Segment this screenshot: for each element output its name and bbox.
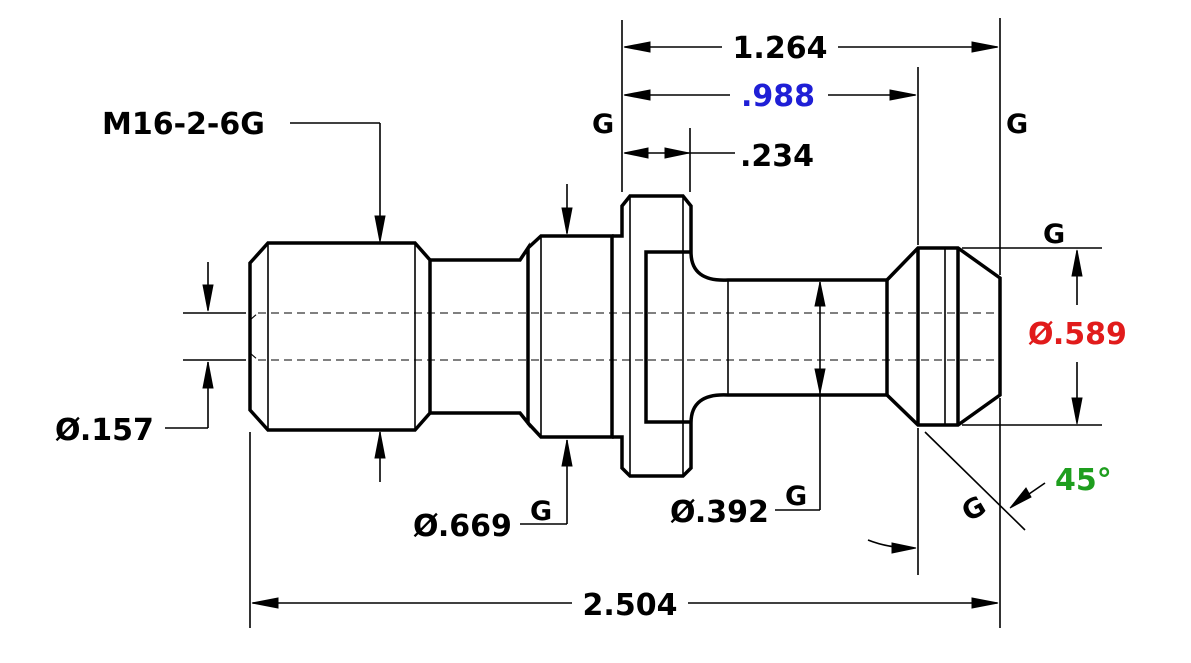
dim-45-label: 45° — [1055, 463, 1112, 498]
center-bore — [249, 312, 995, 361]
arrowhead — [814, 368, 826, 394]
arrowhead — [374, 431, 386, 459]
arrowhead — [814, 281, 826, 307]
arrowhead — [971, 597, 999, 609]
extension-lines — [183, 18, 1102, 628]
dim-669-label: Ø.669 — [413, 509, 512, 544]
arrowhead — [971, 41, 999, 53]
arrowhead — [202, 284, 214, 312]
thread-callout: M16-2-6G — [102, 107, 386, 243]
dim-669: Ø.669 G — [413, 184, 573, 544]
head-face-leader — [867, 539, 917, 554]
bore-chamfer-left-top — [249, 312, 259, 321]
arrowhead — [1071, 397, 1083, 425]
relief-neck — [430, 242, 530, 428]
dim-234: .234 — [623, 139, 814, 174]
dim-234-label: .234 — [740, 139, 814, 174]
arrowhead — [202, 361, 214, 389]
arrowhead — [664, 147, 690, 159]
thread-callout-label: M16-2-6G — [102, 107, 265, 142]
arrowhead — [251, 597, 279, 609]
grind-symbol-end: G — [1006, 109, 1028, 140]
arrowhead — [1009, 487, 1032, 509]
dim-157-label: Ø.157 — [55, 413, 154, 448]
dim-589: Ø.589 — [1028, 249, 1127, 425]
flange — [612, 194, 889, 478]
shoulder-section — [526, 234, 614, 439]
arrowhead — [1071, 249, 1083, 277]
arrowhead — [623, 147, 649, 159]
dim-392-label: Ø.392 — [670, 495, 769, 530]
flange-pocket — [644, 250, 691, 424]
arrowhead — [561, 439, 573, 467]
dim-157: Ø.157 — [55, 262, 214, 448]
grind-symbol: G — [957, 490, 992, 528]
dim-589-label: Ø.589 — [1028, 317, 1127, 352]
arrowhead — [623, 41, 651, 53]
bore-chamfer-left-bottom — [249, 352, 259, 361]
arrowhead — [889, 89, 917, 101]
dim-1264: 1.264 — [623, 31, 999, 66]
arrowhead — [561, 207, 573, 235]
dim-2504: 2.504 — [251, 588, 999, 623]
part-outline — [248, 194, 1002, 478]
dim-988: .988 — [623, 79, 917, 114]
dim-392: Ø.392 G — [670, 281, 826, 530]
grind-symbol: G — [530, 496, 552, 527]
thread-section — [248, 241, 432, 432]
arrowhead — [374, 215, 386, 243]
dim-45-angle: 45° G — [924, 431, 1112, 531]
grind-symbol-flange: G — [592, 109, 614, 140]
thread-bottom-arrow — [374, 431, 386, 482]
arrowhead — [623, 89, 651, 101]
dim-2504-label: 2.504 — [583, 588, 678, 623]
grind-symbol: G — [785, 481, 807, 512]
arrowhead — [891, 542, 917, 554]
dim-988-label: .988 — [741, 79, 815, 114]
head — [885, 246, 1002, 427]
grind-symbol-head: G — [1043, 219, 1065, 250]
dim-1264-label: 1.264 — [733, 31, 828, 66]
